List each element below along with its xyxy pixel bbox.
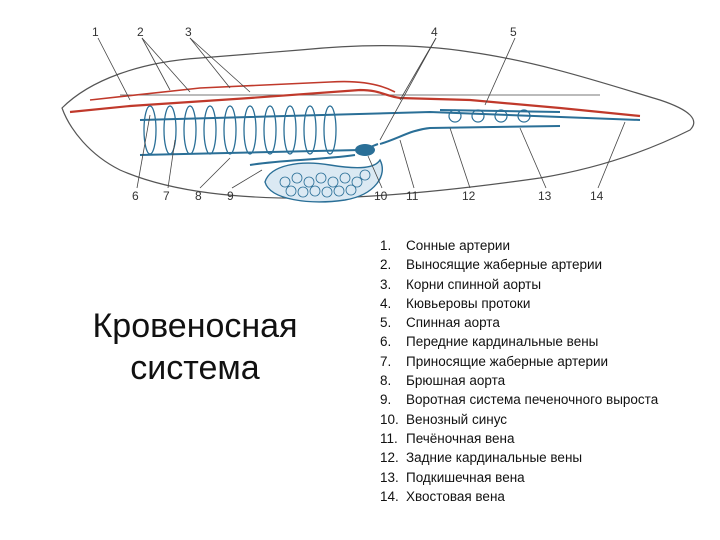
legend-text: Брюшная аорта — [406, 373, 506, 389]
gill-arches — [143, 105, 337, 155]
callout-4: 4 — [431, 25, 438, 39]
callout-6: 6 — [132, 189, 139, 203]
circulatory-diagram: 1 2 3 4 5 6 7 8 9 10 11 12 13 14 — [61, 25, 695, 203]
legend-item: 1. Сонные артерии — [380, 236, 676, 255]
legend-item: 8. Брюшная аорта — [380, 371, 676, 390]
legend-item: 5. Спинная аорта — [380, 313, 676, 332]
legend-num: 12. — [380, 450, 399, 466]
legend-text: Печёночная вена — [406, 430, 515, 446]
legend-num: 6. — [380, 334, 392, 350]
legend-list: 1. Сонные артерии 2. Выносящие жаберные ар… — [380, 236, 676, 506]
legend-text: Сонные артерии — [406, 238, 510, 253]
callout-2: 2 — [137, 25, 144, 39]
veins — [139, 109, 641, 166]
legend-text: Корни спинной аорты — [406, 276, 542, 292]
legend-num: 9. — [380, 392, 392, 408]
legend-text: Передние кардинальные вены — [406, 334, 599, 350]
title-line-1: Кровеносная — [92, 307, 298, 345]
legend-text: Кювьеровы протоки — [406, 295, 531, 311]
legend-num: 5. — [380, 315, 392, 331]
legend-item: 2. Выносящие жаберные артерии — [380, 255, 676, 274]
venous-sinus — [355, 144, 375, 156]
callout-13: 13 — [538, 189, 552, 203]
legend-item: 7. Приносящие жаберные артерии — [380, 352, 676, 371]
legend-item: 4. Кювьеровы протоки — [380, 294, 676, 313]
leader-lines — [97, 37, 626, 189]
legend-num: 14. — [380, 488, 399, 504]
legend-text: Подкишечная вена — [406, 469, 525, 485]
legend-num: 7. — [380, 353, 392, 369]
legend-text: Хвостовая вена — [406, 488, 505, 504]
legend-item: 10. Венозный синус — [380, 410, 676, 429]
legend-item: 14. Хвостовая вена — [380, 487, 676, 506]
legend-text: Воротная система печеночного выроста — [406, 392, 659, 408]
liver-portal-system — [264, 158, 383, 203]
legend-num: 8. — [380, 373, 392, 389]
legend-item: 9. Воротная система печеночного выроста — [380, 390, 676, 409]
legend-text: Задние кардинальные вены — [406, 450, 583, 466]
callout-14: 14 — [590, 189, 604, 203]
callout-10: 10 — [374, 189, 388, 203]
legend-text: Выносящие жаберные артерии — [406, 257, 603, 273]
title-line-2: система — [130, 349, 260, 387]
legend-item: 6. Передние кардинальные вены — [380, 332, 676, 351]
legend-item: 13. Подкишечная вена — [380, 468, 676, 487]
page-title: Кровеносная система — [30, 305, 360, 389]
callout-9: 9 — [227, 189, 234, 203]
callout-1: 1 — [92, 25, 99, 39]
legend-text: Приносящие жаберные артерии — [406, 353, 609, 369]
legend-num: 3. — [380, 276, 392, 292]
legend-text: Спинная аорта — [406, 315, 500, 331]
legend-num: 13. — [380, 469, 399, 485]
callout-3: 3 — [185, 25, 192, 39]
segmental-vessels — [448, 109, 531, 123]
callout-5: 5 — [510, 25, 517, 39]
callout-12: 12 — [462, 189, 476, 203]
legend-text: Венозный синус — [406, 411, 508, 427]
body-outline — [61, 45, 695, 199]
legend-item: 11. Печёночная вена — [380, 429, 676, 448]
legend-item: 3. Корни спинной аорты — [380, 275, 676, 294]
callout-numbers: 1 2 3 4 5 6 7 8 9 10 11 12 13 14 — [92, 25, 604, 203]
legend-num: 4. — [380, 295, 392, 311]
legend-num: 1. — [380, 238, 392, 253]
legend-num: 2. — [380, 257, 392, 273]
callout-7: 7 — [163, 189, 170, 203]
legend-num: 10. — [380, 411, 399, 427]
carotid-artery — [89, 80, 396, 101]
legend-num: 11. — [380, 430, 398, 446]
callout-11: 11 — [406, 189, 419, 203]
callout-8: 8 — [195, 189, 202, 203]
legend-item: 12. Задние кардинальные вены — [380, 448, 676, 467]
dorsal-aorta — [69, 88, 641, 118]
